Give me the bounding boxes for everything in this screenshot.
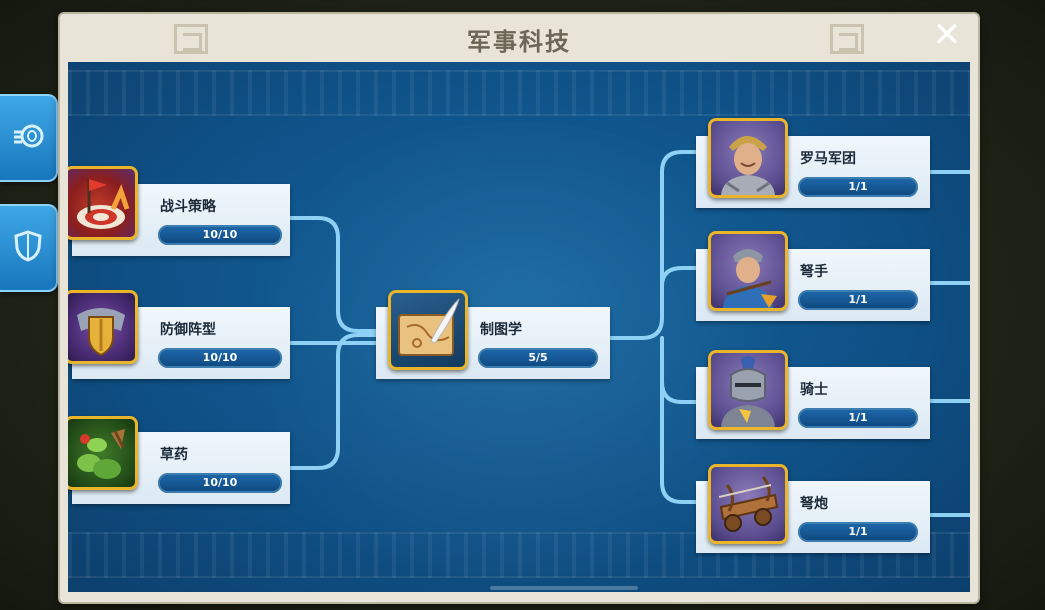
map-quill-icon bbox=[388, 290, 468, 370]
progress-text: 1/1 bbox=[848, 180, 868, 193]
progress-text: 1/1 bbox=[848, 411, 868, 424]
progress-text: 10/10 bbox=[202, 351, 238, 364]
progress-text: 10/10 bbox=[202, 476, 238, 489]
progress-fill bbox=[160, 350, 280, 366]
tech-name: 罗马军团 bbox=[800, 151, 856, 167]
progress-text: 5/5 bbox=[528, 351, 548, 364]
tech-connection-lines bbox=[288, 150, 970, 517]
target-flag-icon bbox=[68, 166, 138, 240]
shield-icon bbox=[13, 230, 43, 266]
progress-text: 1/1 bbox=[848, 293, 868, 306]
progress-fill bbox=[800, 410, 916, 426]
tech-progress-bar: 10/10 bbox=[158, 473, 282, 493]
knight-icon bbox=[708, 350, 788, 430]
progress-fill bbox=[480, 350, 596, 366]
tech-name: 弩手 bbox=[800, 264, 828, 280]
tech-progress-bar: 1/1 bbox=[798, 290, 918, 310]
tech-progress-bar: 10/10 bbox=[158, 225, 282, 245]
window-title: 军事科技 bbox=[467, 28, 571, 56]
armor-shield-icon bbox=[68, 290, 138, 364]
progress-text: 10/10 bbox=[202, 228, 238, 241]
side-tab-military[interactable] bbox=[0, 204, 58, 292]
side-tab-economy[interactable] bbox=[0, 94, 58, 182]
tech-progress-bar: 5/5 bbox=[478, 348, 598, 368]
close-icon: ✕ bbox=[932, 15, 962, 55]
decorative-band-bottom bbox=[68, 532, 970, 578]
decorative-band-top bbox=[68, 70, 970, 116]
legionary-icon bbox=[708, 118, 788, 198]
tech-progress-bar: 1/1 bbox=[798, 177, 918, 197]
tech-progress-bar: 1/1 bbox=[798, 408, 918, 428]
military-tech-window: 军事科技 ✕ bbox=[60, 14, 978, 602]
progress-fill bbox=[800, 179, 916, 195]
archer-icon bbox=[708, 231, 788, 311]
tech-name: 弩炮 bbox=[800, 496, 828, 512]
title-bar: 军事科技 ✕ bbox=[60, 14, 978, 62]
scroll-indicator[interactable] bbox=[490, 586, 638, 590]
tech-name: 防御阵型 bbox=[160, 322, 216, 338]
tech-name: 制图学 bbox=[480, 322, 522, 338]
progress-fill bbox=[160, 475, 280, 491]
tech-progress-bar: 1/1 bbox=[798, 522, 918, 542]
title-ornament-right bbox=[830, 24, 864, 54]
tech-name: 草药 bbox=[160, 447, 188, 463]
coins-icon bbox=[12, 122, 44, 154]
title-ornament-left bbox=[174, 24, 208, 54]
progress-fill bbox=[800, 292, 916, 308]
tech-tree-panel[interactable]: 战斗策略 10/10 防御阵型 10/10 草药 10/10 bbox=[68, 62, 970, 592]
tech-name: 战斗策略 bbox=[160, 199, 216, 215]
ballista-icon bbox=[708, 464, 788, 544]
progress-fill bbox=[800, 524, 916, 540]
tech-node-ballista[interactable]: 弩炮 1/1 bbox=[696, 481, 930, 553]
progress-fill bbox=[160, 227, 280, 243]
tech-name: 骑士 bbox=[800, 382, 828, 398]
herb-bowl-icon bbox=[68, 416, 138, 490]
close-button[interactable]: ✕ bbox=[930, 18, 964, 52]
tech-progress-bar: 10/10 bbox=[158, 348, 282, 368]
progress-text: 1/1 bbox=[848, 525, 868, 538]
